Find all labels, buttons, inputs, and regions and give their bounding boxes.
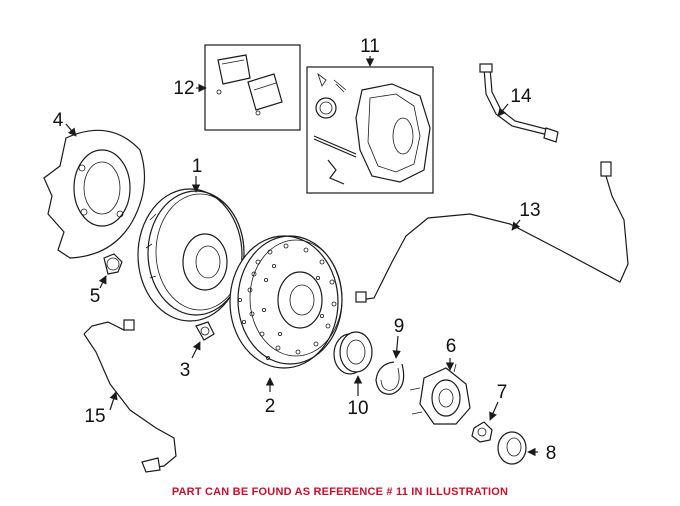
part-14-brake-hose [479,63,559,143]
callout-2: 2 [265,396,276,417]
part-7-nut [471,421,493,443]
part-10-wheel-bearing [333,331,373,375]
part-5-bolt [103,253,123,275]
callout-4: 4 [53,110,64,131]
part-4-dust-shield [43,129,146,259]
part-3-screw [195,321,215,341]
callout-9: 9 [394,316,405,337]
part-2-front-rotor [229,235,343,369]
part-9-snap-ring [375,361,405,395]
callout-10: 10 [347,398,368,419]
callout-5: 5 [90,286,101,307]
part-6-wheel-hub [409,363,471,425]
callout-6: 6 [446,336,457,357]
callout-3: 3 [180,360,191,381]
callout-1: 1 [192,156,203,177]
part-12-brake-pads [216,54,283,116]
leader-lines [65,56,538,457]
part-1-rear-rotor [137,188,245,322]
part-13-sensor-wire [355,161,629,303]
part-11-caliper [313,72,431,185]
part-15-rear-sensor [83,319,177,473]
callout-15: 15 [84,406,105,427]
callout-11: 11 [360,36,380,57]
callout-8: 8 [546,443,557,464]
callout-12: 12 [173,78,194,99]
callout-7: 7 [497,382,508,403]
part-8-dust-cap [497,431,527,465]
reference-note: PART CAN BE FOUND AS REFERENCE # 11 IN I… [171,486,509,498]
callout-14: 14 [510,86,532,107]
caliper-kit-box [306,66,434,194]
callout-13: 13 [519,200,540,221]
